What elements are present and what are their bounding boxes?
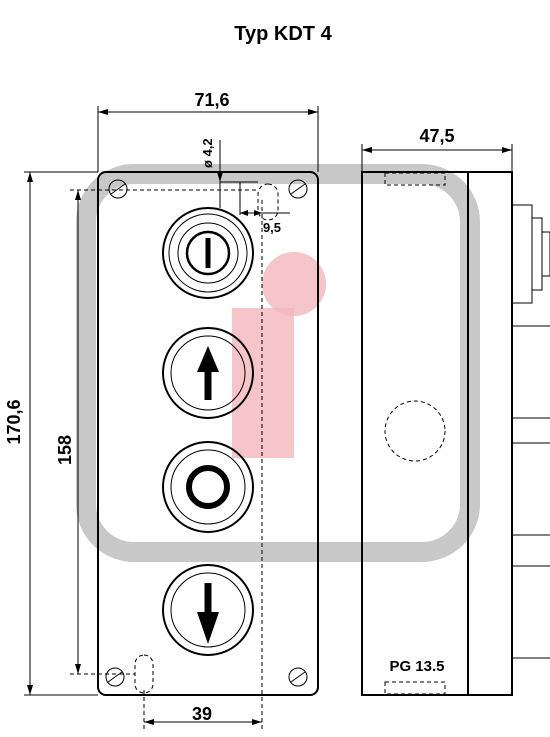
button-off (162, 441, 254, 533)
dimension-hole-diameter: ø 4,2 (200, 138, 215, 168)
dimension-hole-offset: 9,5 (263, 220, 281, 235)
power-on-icon (185, 230, 231, 276)
dimension-depth: 47,5 (419, 126, 454, 146)
dimension-width: 71,6 (194, 90, 229, 110)
mounting-slot-bottom (134, 654, 154, 694)
knockout-top (384, 172, 446, 186)
side-housing-outline (361, 171, 513, 696)
side-button-profile-3 (511, 442, 550, 536)
side-button-profile-4 (511, 565, 550, 659)
cable-entry-hole (384, 400, 446, 462)
side-button-profile-1 (511, 204, 550, 304)
mounting-slot-top (257, 183, 279, 221)
drawing-title: Typ KDT 4 (234, 23, 332, 45)
dimension-hole-spacing-horizontal: 39 (192, 704, 212, 724)
dimension-hole-spacing-vertical: 158 (55, 435, 75, 465)
screw-top-left (108, 179, 128, 199)
side-button-profile-2 (511, 325, 550, 419)
button-down (162, 564, 254, 656)
screw-top-right (288, 179, 308, 199)
arrow-up-icon (197, 346, 219, 400)
pg-thread-label: PG 13.5 (389, 658, 444, 675)
watermark-logo (76, 164, 480, 562)
arrow-down-icon (197, 583, 219, 644)
screw-bottom-right (288, 667, 308, 687)
front-housing-outline (97, 171, 319, 696)
front-view (70, 171, 319, 730)
side-view: PG 13.5 (361, 171, 550, 696)
knockout-bottom (384, 681, 446, 695)
circle-off-icon (186, 465, 230, 509)
dimension-lines: 71,6 ø 4,2 9,5 47,5 170,6 158 (4, 90, 513, 725)
dimension-height: 170,6 (4, 399, 24, 444)
button-up (162, 327, 254, 419)
button-on (162, 207, 254, 299)
screw-bottom-left (105, 667, 125, 687)
